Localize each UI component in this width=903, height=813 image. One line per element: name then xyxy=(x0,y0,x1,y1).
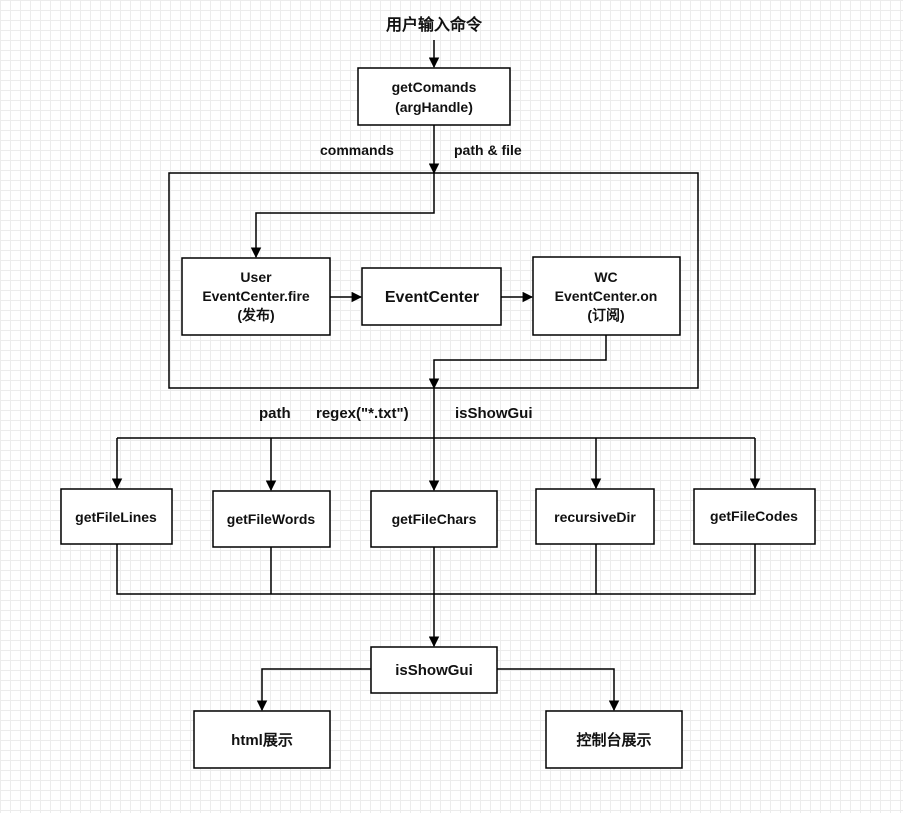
edge-label-path: path xyxy=(259,405,291,422)
node-eventcenter: EventCenter xyxy=(361,267,502,326)
node-wc: WC EventCenter.on (订阅) xyxy=(532,256,681,336)
node-html-display-label: html展示 xyxy=(231,732,293,749)
node-console-display-label: 控制台展示 xyxy=(576,731,651,749)
node-getfilecodes: getFileCodes xyxy=(693,488,816,545)
node-user-role: User xyxy=(240,269,272,285)
node-getcomands-name: getComands xyxy=(392,79,477,95)
node-html-display: html展示 xyxy=(193,710,331,769)
arrow-frame-to-user xyxy=(250,173,435,259)
edge-label-isshowgui: isShowGui xyxy=(455,405,533,422)
node-isshowgui-label: isShowGui xyxy=(395,662,473,679)
connectors xyxy=(111,40,761,712)
node-user-note: (发布) xyxy=(237,307,274,323)
node-recursivedir: recursiveDir xyxy=(535,488,655,545)
node-user-method: EventCenter.fire xyxy=(202,288,310,304)
node-eventcenter-label: EventCenter xyxy=(385,289,479,306)
line-merge-left xyxy=(116,544,434,595)
edge-label-commands: commands xyxy=(320,142,394,158)
edge-label-regex: regex("*.txt") xyxy=(316,405,409,422)
edge-label-path-file: path & file xyxy=(454,142,522,158)
event-frame xyxy=(168,172,699,389)
arrow-isshowgui-to-html xyxy=(256,668,371,712)
node-wc-note: (订阅) xyxy=(587,307,624,323)
node-getcomands: getComands (argHandle) xyxy=(357,67,511,126)
line-merge-right xyxy=(434,544,756,595)
diagram-title: 用户输入命令 xyxy=(386,15,483,34)
node-getfilewords: getFileWords xyxy=(212,490,331,548)
node-wc-method: EventCenter.on xyxy=(555,288,658,304)
node-recursivedir-label: recursiveDir xyxy=(554,509,636,525)
node-user: User EventCenter.fire (发布) xyxy=(181,257,331,336)
node-getfilechars: getFileChars xyxy=(370,490,498,548)
arrow-isshowgui-to-console xyxy=(497,668,620,712)
node-getfilecodes-label: getFileCodes xyxy=(710,508,798,524)
node-wc-role: WC xyxy=(594,269,617,285)
node-isshowgui: isShowGui xyxy=(370,646,498,694)
node-getfilelines: getFileLines xyxy=(60,488,173,545)
node-getfilewords-label: getFileWords xyxy=(227,511,316,527)
node-getcomands-sub: (argHandle) xyxy=(395,99,473,115)
arrow-wc-to-split xyxy=(428,335,607,390)
node-console-display: 控制台展示 xyxy=(545,710,683,769)
node-getfilelines-label: getFileLines xyxy=(75,509,157,525)
node-getfilechars-label: getFileChars xyxy=(392,511,477,527)
